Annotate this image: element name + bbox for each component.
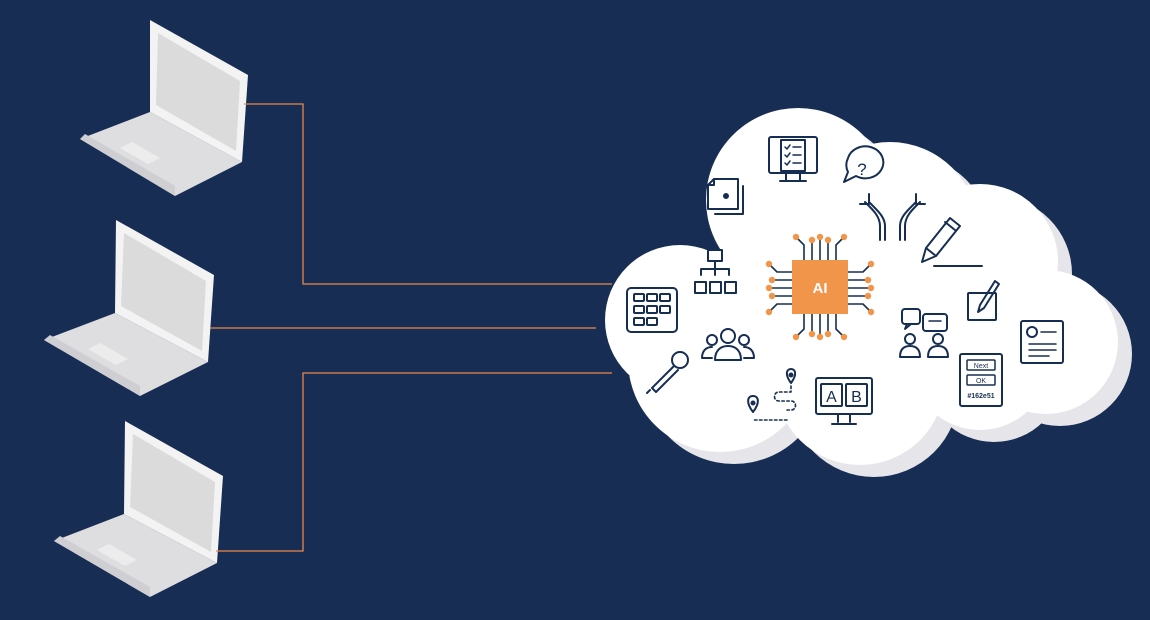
question-mark-text: ? bbox=[857, 160, 866, 179]
laptop-screen bbox=[121, 233, 206, 351]
split-arrows-icon bbox=[859, 193, 926, 241]
ab-test-icon: A B bbox=[815, 377, 873, 425]
form-screen-icon: Next OK #162e51 bbox=[959, 353, 1003, 407]
laptop-top bbox=[80, 20, 248, 196]
laptop-middle bbox=[44, 220, 214, 396]
cloud bbox=[605, 108, 1132, 477]
chip-label: AI bbox=[813, 280, 828, 297]
form-next-label: Next bbox=[974, 363, 988, 370]
ab-left-text: A bbox=[826, 389, 837, 406]
profile-card-icon bbox=[1020, 320, 1064, 364]
checklist-monitor-icon bbox=[768, 136, 818, 182]
question-bubble-icon: ? bbox=[843, 145, 885, 183]
laptop-screen bbox=[156, 33, 240, 151]
ai-chip: AI bbox=[765, 233, 875, 341]
keypad-icon bbox=[626, 287, 678, 333]
chat-users-icon bbox=[899, 308, 949, 358]
microphone-icon bbox=[646, 351, 689, 394]
form-color-code: #162e51 bbox=[967, 393, 994, 400]
laptop-bottom bbox=[54, 421, 223, 597]
route-icon bbox=[747, 368, 797, 421]
people-group-icon bbox=[701, 328, 755, 361]
document-stack-icon bbox=[707, 178, 744, 215]
connector-top bbox=[244, 103, 612, 285]
pencil-line-icon bbox=[921, 217, 983, 267]
pen-card-icon bbox=[967, 280, 1000, 321]
laptop-screen bbox=[130, 434, 215, 552]
connector-lines bbox=[210, 103, 612, 552]
connector-bottom bbox=[216, 372, 612, 552]
ab-right-text: B bbox=[851, 389, 862, 406]
form-ok-label: OK bbox=[976, 378, 986, 385]
hierarchy-icon bbox=[694, 249, 737, 294]
chip-body bbox=[792, 260, 848, 314]
